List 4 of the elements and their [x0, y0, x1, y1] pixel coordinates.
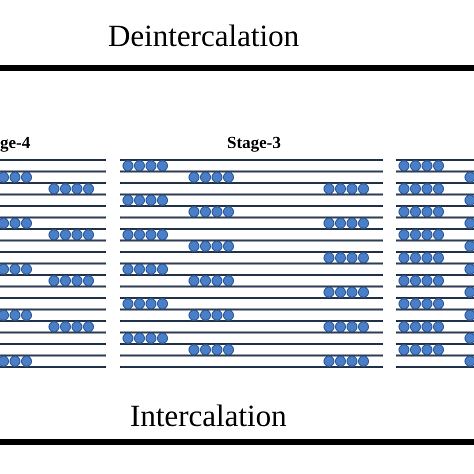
process-title: Intercalation [130, 400, 287, 431]
process-title: Deintercalation [108, 20, 300, 51]
stage-label: Stage-3 [227, 134, 281, 151]
stage-label: ge-4 [0, 134, 30, 151]
